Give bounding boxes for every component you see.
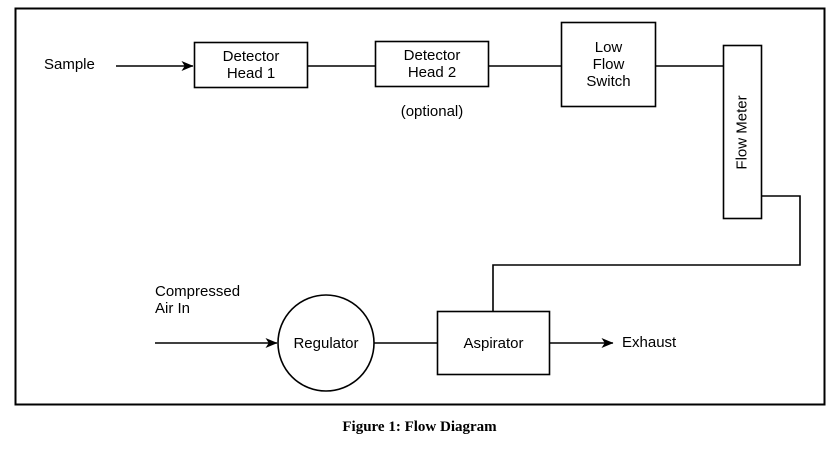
flow-meter-label: Flow Meter [733, 94, 751, 170]
node-label-flow-meter: Flow Meter [723, 45, 761, 219]
detector-head-2-line-2: Head 2 [407, 64, 457, 81]
detector-head-1-line-1: Detector [222, 48, 280, 65]
node-label-regulator: Regulator [278, 295, 374, 391]
regulator-label: Regulator [293, 334, 359, 352]
node-detector-head-2 [374, 40, 490, 88]
exhaust-outlet-label: Exhaust [622, 334, 677, 351]
node-low-flow-switch [560, 21, 657, 108]
figure-caption: Figure 1: Flow Diagram [342, 419, 497, 435]
compressed-air-line-2: Air In [155, 300, 191, 317]
detector-head-2-line-1: Detector [403, 47, 461, 64]
node-aspirator [436, 310, 551, 376]
detector-head-1-line-2: Head 1 [226, 65, 276, 82]
compressed-air-line-1: Compressed [155, 283, 241, 300]
low-flow-switch-line-1: Low [594, 39, 623, 56]
node-label-aspirator: Aspirator [437, 311, 550, 375]
aspirator-label: Aspirator [463, 334, 524, 352]
node-flow-meter [722, 44, 763, 220]
sample-inlet-label: Sample [44, 56, 95, 73]
node-label-low-flow-switch: Low Flow Switch [561, 22, 656, 107]
low-flow-switch-line-3: Switch [586, 73, 631, 90]
connector-flow-meter-to-aspirator [492, 195, 801, 311]
node-label-detector-head-2: Detector Head 2 [375, 41, 489, 87]
detector-head-2-optional-note: (optional) [400, 103, 464, 120]
low-flow-switch-line-2: Flow [592, 56, 625, 73]
node-detector-head-1 [193, 41, 309, 89]
node-label-detector-head-1: Detector Head 1 [194, 42, 308, 88]
